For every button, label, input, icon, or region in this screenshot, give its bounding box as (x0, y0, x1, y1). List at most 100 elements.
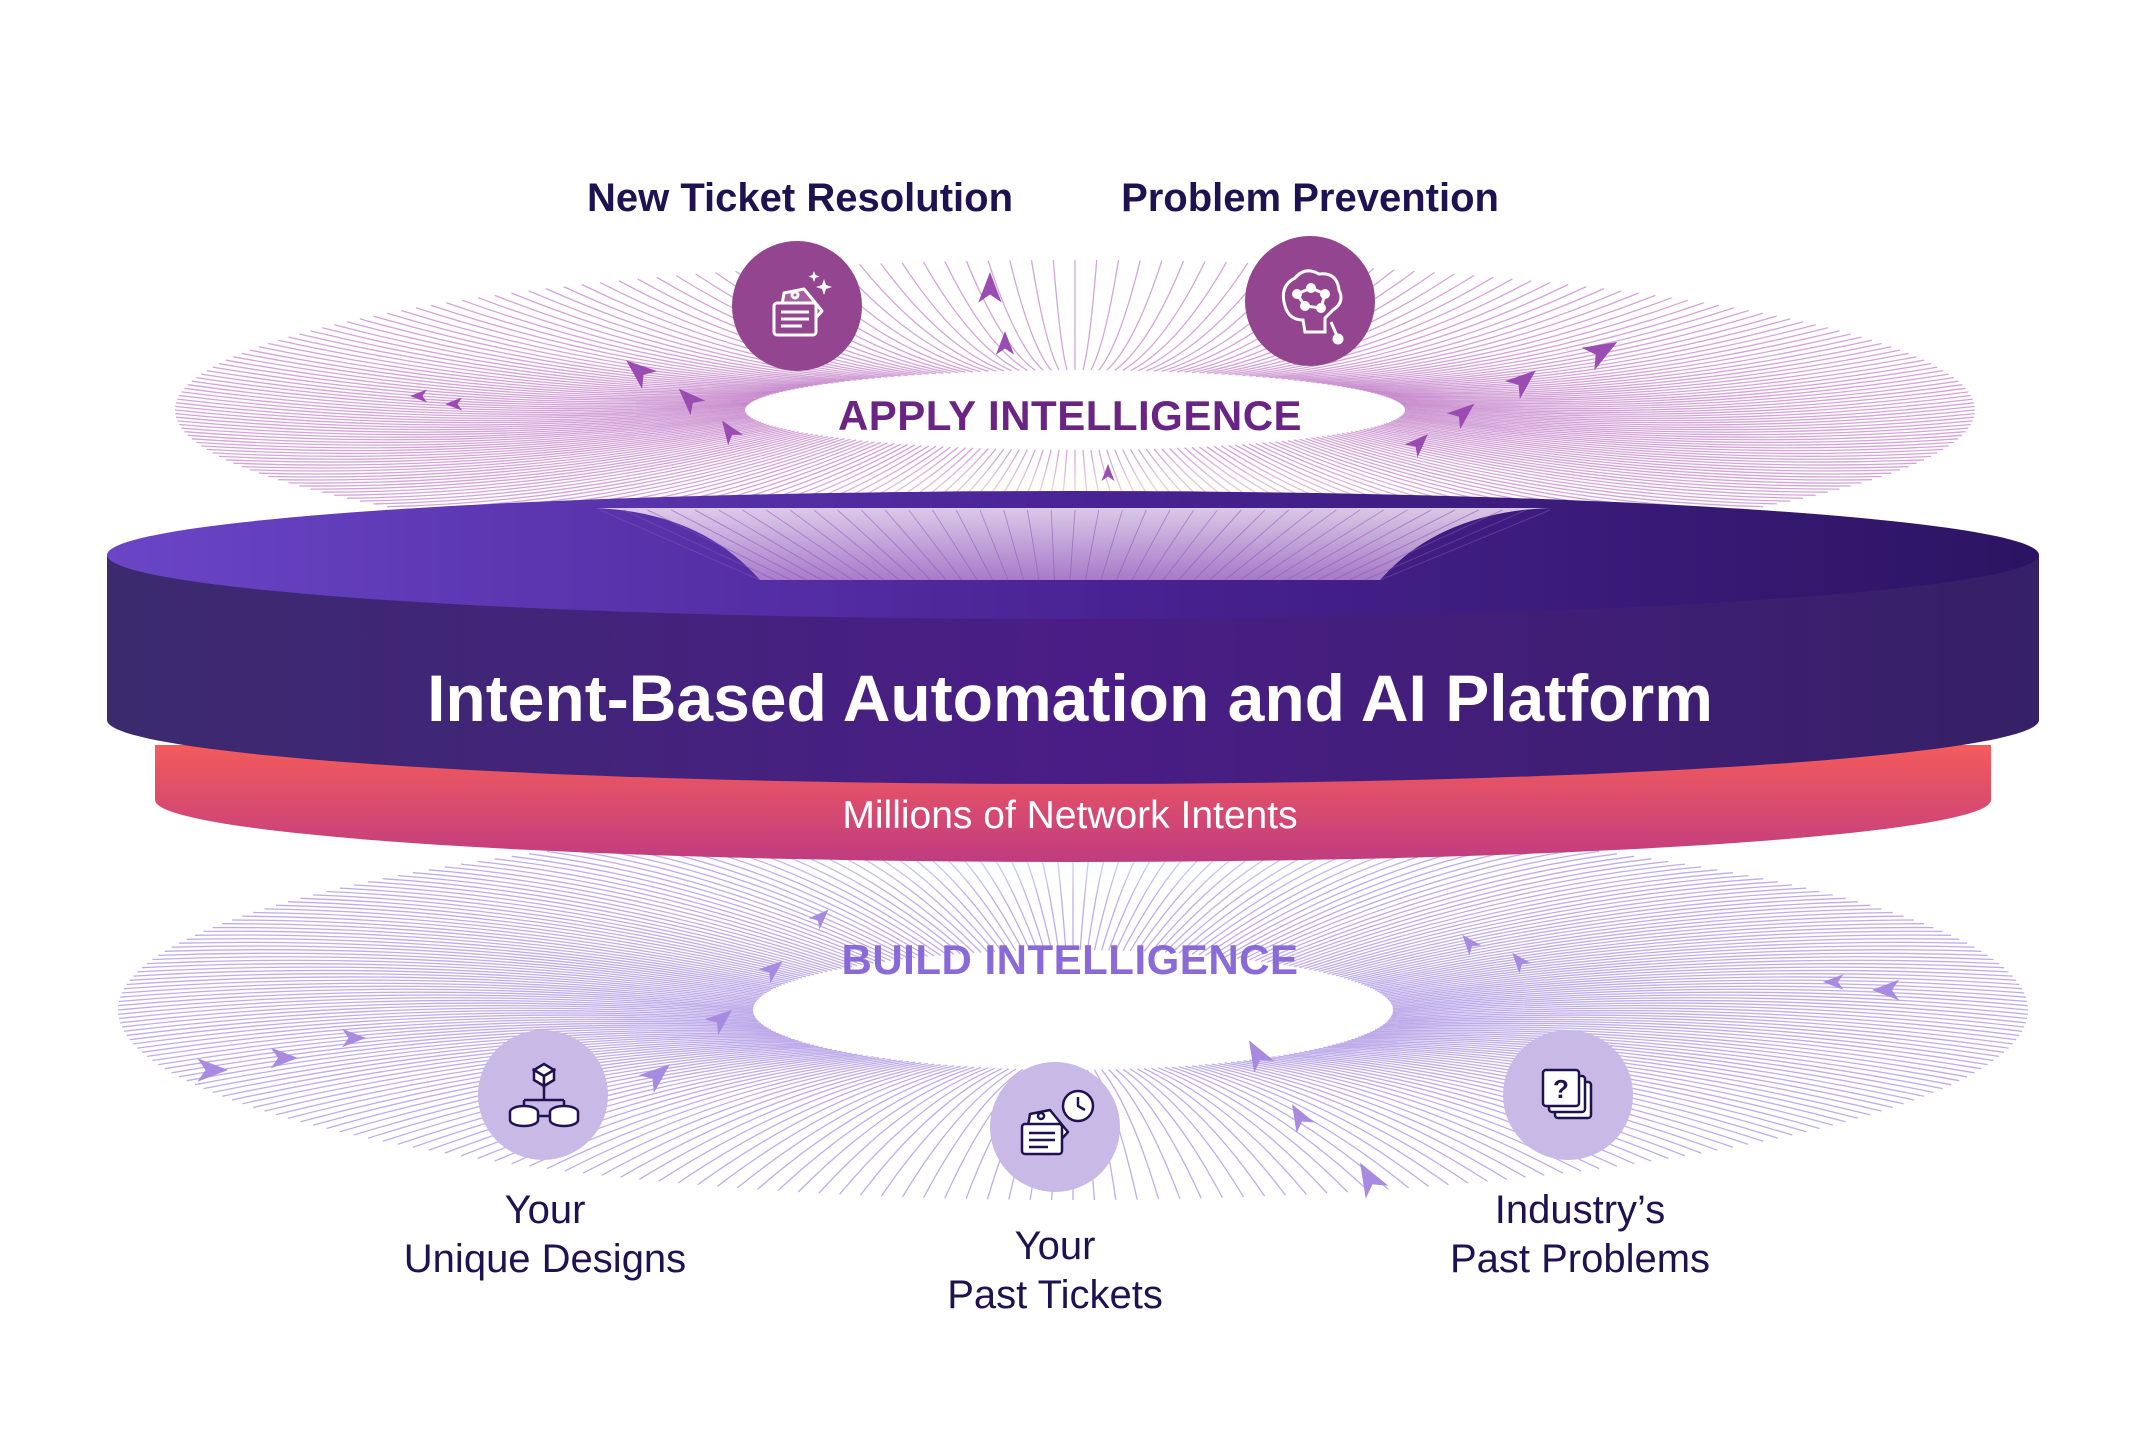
ray-line (1122, 261, 1206, 371)
funnel-line (742, 509, 854, 581)
ray-line (944, 261, 1028, 371)
ray-line (922, 261, 1020, 372)
flow-arrow (1462, 934, 1482, 956)
ray-line (1281, 292, 1639, 380)
ray-line (1052, 259, 1068, 371)
ray-line (1369, 1031, 1960, 1082)
ray-line (1403, 394, 1971, 417)
ray-line (1372, 941, 1968, 990)
ray-line (137, 966, 760, 999)
ray-line (1383, 423, 1917, 466)
ray-line (171, 1027, 772, 1074)
ray-line (1347, 911, 1893, 980)
ray-line (1404, 398, 1973, 419)
ray-line (1367, 934, 1952, 988)
funnel-line (694, 509, 823, 581)
ray-line (249, 349, 773, 396)
ray-line (1388, 421, 1932, 460)
source-past-tickets-line2: Past Tickets (947, 1272, 1163, 1317)
ray-line (1090, 260, 1120, 371)
ray-line (1383, 959, 2000, 996)
ray-line (859, 263, 997, 372)
ray-line (460, 863, 869, 965)
ray-line (158, 952, 767, 994)
ray-line (412, 872, 853, 968)
ray-line (1332, 315, 1777, 386)
ray-line (1383, 356, 1917, 399)
funnel-line (1379, 509, 1551, 581)
ray-line (242, 915, 795, 982)
ray-line (264, 908, 803, 979)
ray-line (677, 1063, 941, 1184)
ray-line (322, 327, 800, 389)
ray-line (1354, 919, 1915, 983)
funnel-line (789, 509, 885, 581)
ray-line (175, 405, 746, 424)
ray-line (1009, 260, 1052, 371)
ray-line (1397, 417, 1954, 449)
flow-arrow (197, 1058, 228, 1082)
funnel-line (671, 509, 807, 581)
ray-line (1283, 1054, 1702, 1154)
ray-line (545, 288, 882, 379)
ray-line (1108, 1069, 1181, 1200)
flow-arrow (1404, 434, 1428, 458)
ray-line (231, 919, 792, 983)
ray-line (194, 934, 779, 988)
flow-arrow (721, 420, 744, 446)
ray-line (1397, 376, 1954, 408)
ray-line (1311, 304, 1720, 383)
ray-line (176, 411, 746, 431)
source-unique-designs: Your Unique Designs (330, 1186, 760, 1284)
ray-line (310, 330, 795, 390)
ray-line (310, 430, 795, 490)
funnel-line (860, 509, 931, 581)
ray-line (697, 1064, 948, 1186)
ray-line (146, 959, 763, 996)
ray-line (736, 1065, 961, 1189)
flow-arrow (638, 1064, 670, 1094)
ray-line (326, 890, 823, 974)
ray-line (278, 427, 783, 481)
ray-line (218, 421, 762, 460)
ray-line (141, 1018, 762, 1053)
funnel-line (1085, 509, 1100, 581)
ray-line (249, 425, 773, 472)
ray-line (158, 1024, 767, 1066)
ray-line (1351, 1038, 1904, 1105)
ray-line (1387, 1014, 2013, 1045)
flow-arrow (978, 272, 1002, 303)
ray-line (241, 424, 770, 469)
ray-line (129, 1012, 757, 1041)
ray-line (1235, 278, 1513, 376)
ray-line (184, 415, 749, 441)
ray-line (1266, 858, 1652, 963)
ray-line (194, 1032, 779, 1086)
ray-line (1364, 1033, 1943, 1090)
funnel-line (647, 509, 792, 581)
flow-arrow (410, 389, 427, 403)
funnel-line (1348, 509, 1503, 581)
ray-line (353, 884, 833, 972)
ray-line (1305, 302, 1704, 383)
ray-line (1374, 1027, 1975, 1074)
ray-line (164, 949, 769, 993)
funnel-line (1333, 509, 1479, 581)
ray-line (1299, 874, 1749, 969)
flow-arrow (270, 1047, 298, 1069)
ray-line (382, 878, 842, 970)
ray-line (1359, 333, 1851, 391)
ray-line (334, 432, 804, 496)
ray-line (1249, 282, 1551, 377)
flow-arrows (197, 272, 1900, 1199)
ray-line (1122, 1068, 1223, 1199)
ray-line (1205, 1063, 1469, 1184)
ray-line (186, 1031, 777, 1082)
ray-line (171, 945, 772, 991)
funnel-line (1271, 509, 1385, 581)
ray-line (1318, 887, 1807, 973)
ray-line (203, 930, 782, 986)
source-unique-designs-line1: Your (504, 1188, 586, 1232)
ray-line (1355, 330, 1840, 390)
